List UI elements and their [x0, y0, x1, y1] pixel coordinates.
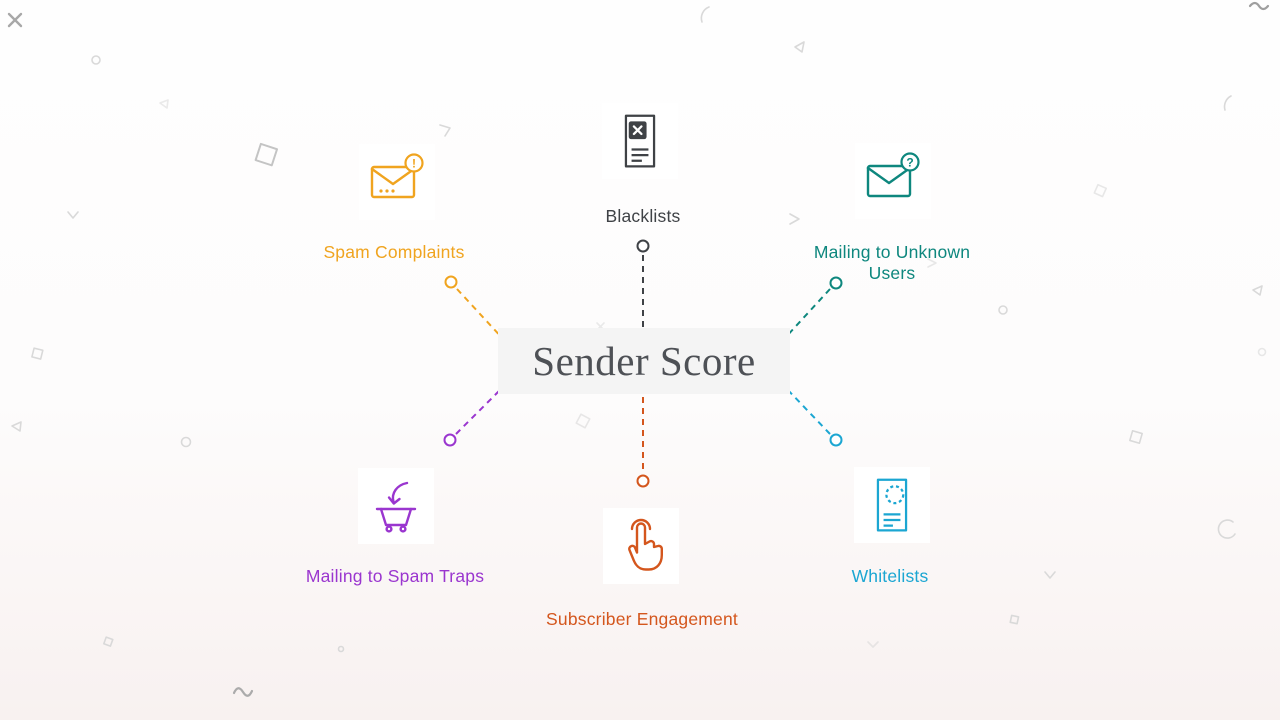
node-label-subscriber-engagement: Subscriber Engagement	[546, 609, 738, 629]
document-x-icon	[602, 103, 678, 179]
svg-text:!: !	[412, 157, 416, 171]
node-label-unknown-users: Mailing to Unknown Users	[813, 242, 971, 283]
document-stamp-icon	[854, 467, 930, 543]
node-label-spam-traps: Mailing to Spam Traps	[305, 566, 485, 586]
decor-cross	[7, 12, 23, 28]
center-node-sender-score: Sender Score	[498, 328, 790, 394]
node-label-whitelists: Whitelists	[851, 566, 929, 586]
email-question-icon: ?	[855, 143, 931, 219]
connector-unknown-users	[784, 276, 843, 339]
tap-hand-icon	[603, 508, 679, 584]
connector-spam-complaints	[444, 275, 505, 341]
connector-spam-traps	[443, 387, 503, 447]
spam-trap-icon	[358, 468, 434, 544]
node-label-blacklists: Blacklists	[605, 206, 681, 226]
connector-blacklists	[636, 239, 650, 327]
svg-text:?: ?	[906, 156, 913, 170]
connector-whitelists	[785, 387, 843, 447]
connector-subscriber-engagement	[636, 397, 650, 488]
center-label: Sender Score	[532, 338, 756, 384]
email-alert-icon: !	[359, 144, 435, 220]
node-label-spam-complaints: Spam Complaints	[323, 242, 465, 262]
